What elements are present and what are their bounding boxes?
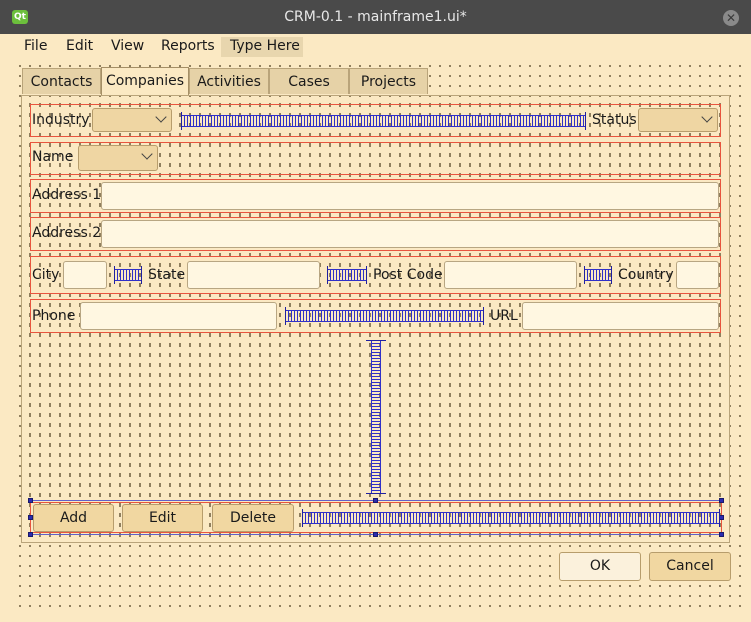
address1-label: Address 1 bbox=[32, 187, 102, 203]
city-label: City bbox=[32, 267, 60, 283]
name-combo[interactable] bbox=[78, 145, 158, 171]
selection-handle[interactable] bbox=[373, 532, 378, 537]
selection-handle[interactable] bbox=[719, 498, 724, 503]
postcode-input[interactable] bbox=[444, 261, 577, 289]
selection-handle[interactable] bbox=[28, 532, 33, 537]
horizontal-spacer[interactable] bbox=[285, 307, 484, 325]
phone-input[interactable] bbox=[80, 302, 277, 330]
tab-cases[interactable]: Cases bbox=[269, 68, 349, 94]
name-label: Name bbox=[32, 149, 74, 165]
ok-button[interactable]: OK bbox=[559, 552, 641, 581]
horizontal-spacer[interactable] bbox=[584, 266, 612, 284]
add-button[interactable]: Add bbox=[33, 504, 114, 532]
country-label: Country bbox=[618, 267, 674, 283]
chevron-down-icon bbox=[155, 111, 167, 123]
menu-type-here-highlight bbox=[221, 37, 303, 57]
chevron-down-icon bbox=[141, 148, 153, 160]
horizontal-spacer[interactable] bbox=[327, 266, 367, 284]
url-input[interactable] bbox=[522, 302, 719, 330]
name-row-layout bbox=[30, 142, 721, 175]
menu-bar bbox=[0, 34, 751, 58]
tab-contacts[interactable]: Contacts bbox=[22, 68, 101, 94]
delete-button[interactable]: Delete bbox=[212, 504, 294, 532]
selection-handle[interactable] bbox=[719, 532, 724, 537]
address2-label: Address 2 bbox=[32, 225, 102, 241]
tab-activities[interactable]: Activities bbox=[189, 68, 269, 94]
window-title: CRM-0.1 - mainframe1.ui* bbox=[284, 9, 467, 25]
address-details-row-layout bbox=[30, 256, 721, 294]
industry-label: Industry bbox=[32, 112, 90, 128]
tab-companies[interactable]: Companies bbox=[101, 67, 189, 95]
menu-reports[interactable]: Reports bbox=[161, 38, 215, 54]
state-label: State bbox=[148, 267, 186, 283]
menu-view[interactable]: View bbox=[111, 38, 145, 54]
address2-row-layout bbox=[30, 217, 721, 251]
industry-row-layout bbox=[30, 104, 721, 137]
selection-handle[interactable] bbox=[373, 498, 378, 503]
address1-row-layout bbox=[30, 179, 721, 213]
cancel-button[interactable]: Cancel bbox=[649, 552, 731, 581]
address2-input[interactable] bbox=[101, 220, 719, 248]
industry-combo[interactable] bbox=[92, 108, 172, 132]
menu-file[interactable]: File bbox=[24, 38, 48, 54]
phone-label: Phone bbox=[32, 308, 76, 324]
postcode-label: Post Code bbox=[373, 267, 443, 283]
vertical-spacer[interactable] bbox=[366, 340, 386, 494]
menu-edit[interactable]: Edit bbox=[66, 38, 94, 54]
status-label: Status bbox=[592, 112, 637, 128]
tab-projects[interactable]: Projects bbox=[349, 68, 428, 94]
horizontal-spacer[interactable] bbox=[302, 509, 720, 527]
phone-url-row-layout bbox=[30, 299, 721, 333]
selection-handle[interactable] bbox=[28, 498, 33, 503]
close-icon[interactable]: ✕ bbox=[723, 10, 739, 26]
state-input[interactable] bbox=[187, 261, 320, 289]
url-label: URL bbox=[490, 308, 518, 324]
country-input[interactable] bbox=[676, 261, 719, 289]
menu-type-here[interactable]: Type Here bbox=[230, 38, 300, 54]
city-input[interactable] bbox=[63, 261, 107, 289]
horizontal-spacer[interactable] bbox=[181, 112, 586, 130]
horizontal-spacer[interactable] bbox=[114, 266, 142, 284]
status-combo[interactable] bbox=[638, 108, 718, 132]
chevron-down-icon bbox=[701, 111, 713, 123]
title-bar: Qt CRM-0.1 - mainframe1.ui* ✕ bbox=[0, 0, 751, 34]
address1-input[interactable] bbox=[101, 182, 719, 210]
selection-handle[interactable] bbox=[28, 515, 33, 520]
qt-app-icon: Qt bbox=[12, 10, 28, 24]
edit-button[interactable]: Edit bbox=[122, 504, 203, 532]
